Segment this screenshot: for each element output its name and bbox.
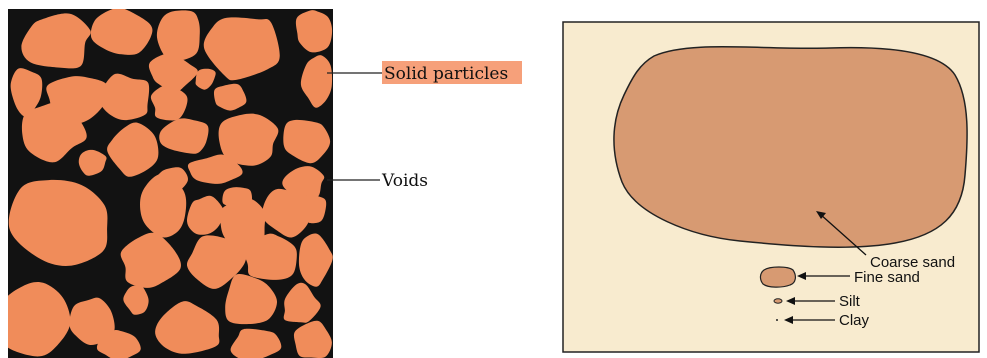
- solid-particle: [303, 194, 326, 224]
- particle-size-panel: Coarse sand Fine sand Silt Clay: [563, 22, 979, 352]
- silt-label: Silt: [839, 293, 861, 310]
- coarse-sand-particle: [614, 47, 967, 247]
- clay-label: Clay: [839, 312, 870, 329]
- solid-particles-label: Solid particles: [384, 64, 508, 84]
- voids-label: Voids: [381, 171, 428, 191]
- fine-sand-particle: [760, 267, 795, 287]
- clay-particle: [776, 319, 778, 321]
- left-labels: Solid particles Voids: [327, 61, 522, 191]
- silt-particle: [774, 299, 782, 303]
- fine-sand-label: Fine sand: [854, 269, 920, 286]
- solid-particle: [157, 10, 200, 61]
- solid-particles-panel: [0, 8, 333, 358]
